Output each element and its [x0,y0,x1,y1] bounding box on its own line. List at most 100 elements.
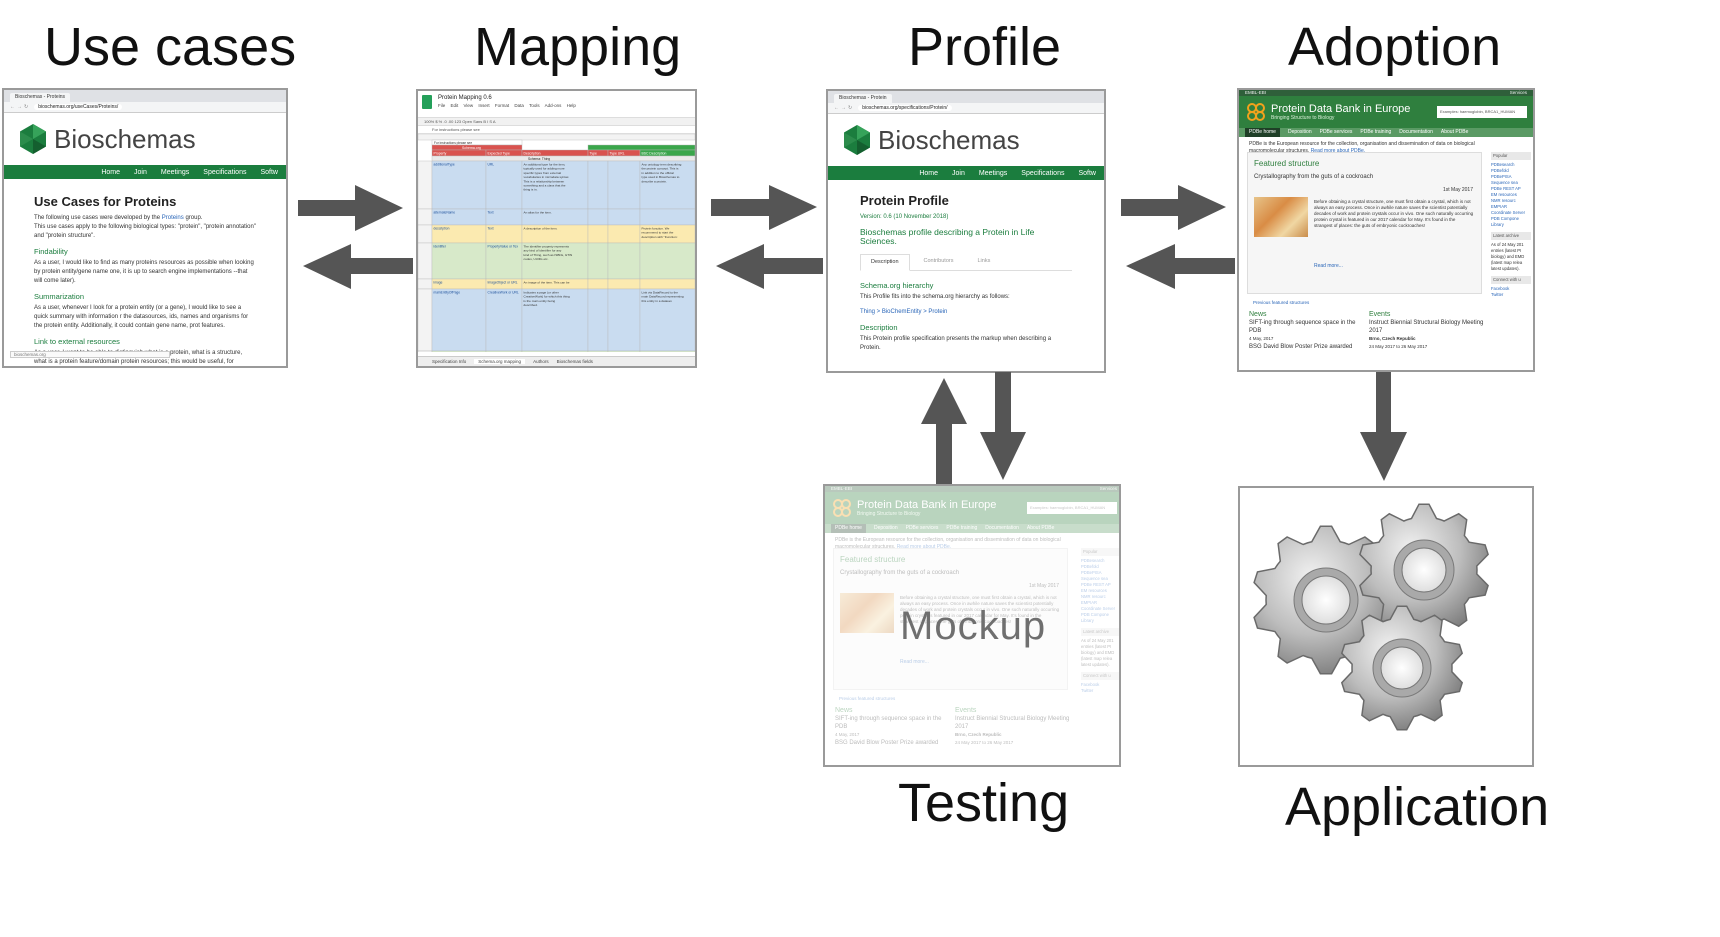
events-title[interactable]: Instruct Biennial Structural Biology Mee… [1369,320,1484,334]
mapping-spreadsheet-screenshot: Protein Mapping 0.6 File Edit View Inser… [416,89,697,368]
hierarchy-heading: Schema.org hierarchy [860,281,934,290]
arrow-right-icon [1121,185,1226,230]
previous-structures-link[interactable]: Previous featured structures [1253,300,1310,305]
news-title-2[interactable]: BSG David Blow Poster Prize awarded [1249,344,1353,350]
stage-title-application: Application [1285,777,1550,837]
nav-meetings[interactable]: Meetings [978,169,1008,177]
events-heading: Events [1369,311,1391,318]
read-more-link: Read more... [900,659,929,665]
nav-meetings[interactable]: Meetings [160,168,190,176]
cell-bsc-description: type used in Bioschemas to [642,175,680,179]
gear-hole [1380,646,1424,690]
events-place: Brno, Czech Republic [1369,336,1416,341]
sidebar-link[interactable]: EMPIAR [1491,204,1508,209]
sidebar-link: PDBefold [1081,564,1099,569]
sidebar-link[interactable]: EM resources [1491,192,1517,197]
table-cell [587,278,609,290]
tab-contributors[interactable]: Contributors [923,258,954,264]
sheet-tab-active[interactable]: Schema.org mapping [474,359,526,364]
menu-services: PDBe services [905,525,939,531]
pdbe-search-input[interactable]: Examples: haemoglobin, BRCA1_HUMAN [1437,106,1527,118]
row-number-cell [418,288,433,352]
profile-description: Bioschemas profile describing a Protein … [860,227,1035,246]
table-cell [639,288,695,352]
sheets-doc-icon [422,95,432,109]
column-letter-row [418,134,695,141]
hierarchy-path[interactable]: Thing > BioChemEntity > Protein [860,309,948,315]
nav-specifications[interactable]: Specifications [203,168,247,176]
sidebar-archive: Latest archive [1081,628,1119,636]
nav-software[interactable]: Softw [1078,169,1096,177]
nav-join[interactable]: Join [952,169,965,177]
table-cell [639,208,695,226]
section-heading: Link to external resources [34,337,120,346]
sidebar-link[interactable]: PDBesearch [1491,162,1515,167]
section-text: As a user, I would like to find as many … [34,260,254,284]
sidebar-link[interactable]: Sequence sea [1491,180,1518,185]
twitter-link[interactable]: Twitter [1491,292,1504,297]
featured-text: Before obtaining a crystal structure, on… [1314,199,1474,228]
sidebar-link[interactable]: NMR resourc [1491,198,1516,203]
tab-description[interactable]: Description [860,254,910,271]
news-heading: News [835,707,853,714]
cell-bsc-description: recommend to start the [642,231,674,235]
browser-tab-bar: Bioschemas - Protein [828,91,1104,103]
nav-home[interactable]: Home [101,168,121,176]
ebi-label: EMBL-EBI [831,486,853,491]
sidebar-popular: Popular [1081,548,1119,556]
sheet-tab[interactable]: Authors [533,359,549,364]
read-more-about-link[interactable]: Read more about PDBe. [1310,148,1366,154]
sidebar-link: PDB Compone Library [1081,612,1109,623]
menu-pdbe-home: PDBe home [831,524,866,533]
proteins-group-link[interactable]: Proteins [161,215,184,221]
sidebar-link: Coordinate Server [1081,606,1115,611]
sheet-tab[interactable]: Specification Info [432,359,467,364]
nav-home[interactable]: Home [919,169,939,177]
gears-icon [1253,503,1489,731]
sidebar-link[interactable]: PDBePISA [1491,174,1512,179]
sidebar-link: EM resources [1081,588,1107,593]
sidebar-link[interactable]: PDBe REST AP [1491,186,1521,191]
services-link[interactable]: Services [1509,90,1527,95]
facebook-link[interactable]: Facebook [1491,286,1510,291]
sidebar-link: PDBesearch [1081,558,1105,563]
tab-links[interactable]: Links [977,258,991,264]
table-cell [485,350,523,352]
read-more-link[interactable]: Read more... [1314,263,1343,269]
sidebar-link[interactable]: Coordinate Server [1491,210,1525,215]
menu-documentation[interactable]: Documentation [1399,129,1433,135]
ebi-top-bar: EMBL-EBI Services [825,486,1119,492]
menu-about[interactable]: About PDBe [1440,129,1469,135]
sheet-tab[interactable]: Bioschemas fields [556,359,593,364]
cell-property: identifier [434,245,447,249]
stage-title-mapping: Mapping [474,17,682,77]
sidebar-popular: Popular [1491,152,1531,160]
sidebar-link[interactable]: PDBefold [1491,168,1509,173]
table-cell [431,160,487,210]
nav-join[interactable]: Join [134,168,147,176]
sidebar-link[interactable]: PDB Compone Library [1491,216,1519,227]
sidebar-connect: Connect with u [1081,672,1119,680]
cell-description: is the main entity being [524,299,556,303]
pdbe-logo-icon [833,499,851,517]
featured-text: Before obtaining a crystal structure, on… [900,595,1060,624]
news-title[interactable]: SIFT-ing through sequence space in the P… [1249,320,1356,334]
menu-pdbe-home[interactable]: PDBe home [1245,128,1280,137]
table-cell [639,278,695,290]
arrow-right-icon [711,185,817,230]
pdbe-intro: PDBe is the European resource for the co… [1239,137,1489,159]
nav-software[interactable]: Softw [260,168,278,176]
pdbe-subtitle: Bringing Structure to Biology [857,511,921,517]
pdbe-title: Protein Data Bank in Europe [857,499,997,511]
brand-name: Bioschemas [54,123,196,154]
menu-training[interactable]: PDBe training [1360,129,1392,135]
browser-tab-bar: Bioschemas - Proteins [4,90,286,102]
adoption-pdbe-screenshot: EMBL-EBI Services Protein Data Bank in E… [1237,88,1535,372]
news-heading: News [1249,311,1267,318]
arrow-left-icon [716,244,823,289]
browser-nav-icons: ←→↻ [834,105,855,111]
browser-tab: Bioschemas - Proteins [10,93,71,102]
nav-specifications[interactable]: Specifications [1021,169,1065,177]
menu-services[interactable]: PDBe services [1319,129,1353,135]
menu-deposition[interactable]: Deposition [1287,129,1312,135]
